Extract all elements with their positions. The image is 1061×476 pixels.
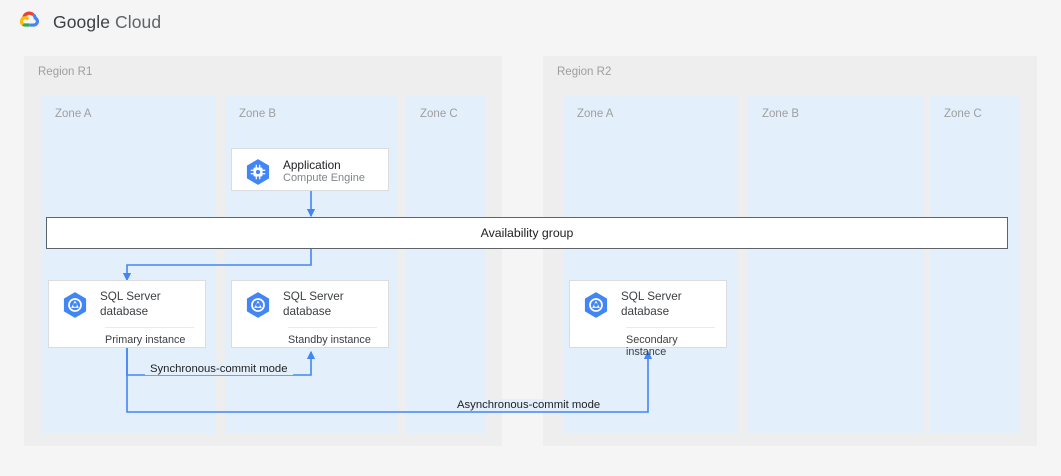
primary-database-titles: SQL Server database (100, 290, 161, 319)
primary-database-divider (105, 327, 194, 328)
availability-group-box[interactable]: Availability group (46, 217, 1008, 249)
secondary-database-divider (626, 327, 715, 328)
availability-group-label: Availability group (480, 226, 574, 240)
region-r1-zone-b-label: Zone B (239, 108, 277, 120)
secondary-database-titles: SQL Server database (621, 290, 682, 319)
brand-cloud-word: Cloud (115, 11, 162, 32)
region-r1-zone-b: Zone B (225, 96, 398, 433)
region-r2-zone-b-label: Zone B (762, 108, 800, 120)
secondary-database-card[interactable]: SQL Server database Secondary instance (569, 280, 727, 358)
sql-server-database-icon (246, 292, 270, 318)
standby-database-title-line2: database (283, 305, 332, 318)
google-cloud-logo-icon (19, 11, 39, 27)
brand-google-word: Google (53, 11, 111, 32)
region-r2-zone-c-label: Zone C (944, 108, 982, 120)
secondary-database-title-line2: database (621, 305, 670, 318)
region-r2-zone-a: Zone A (563, 96, 738, 433)
standby-database-footer: Standby instance (288, 334, 371, 346)
region-r2-zone-c: Zone C (930, 96, 1020, 433)
standby-database-card[interactable]: SQL Server database Standby instance (231, 280, 389, 348)
standby-database-card-row: SQL Server database (232, 281, 388, 320)
standby-database-divider (288, 327, 377, 328)
region-r1-label: Region R1 (38, 66, 93, 78)
standby-database-title-line1: SQL Server (283, 290, 344, 304)
application-card-titles: Application Compute Engine (283, 158, 365, 186)
primary-database-footer: Primary instance (105, 334, 186, 346)
synchronous-commit-label: Synchronous-commit mode (145, 363, 293, 375)
primary-database-card-row: SQL Server database (49, 281, 205, 320)
primary-database-card[interactable]: SQL Server database Primary instance (48, 280, 206, 348)
brand-text: Google Cloud (53, 12, 161, 33)
application-card-row: Application Compute Engine (232, 149, 388, 187)
primary-database-title-line1: SQL Server (100, 290, 161, 304)
sql-server-database-icon (63, 292, 87, 318)
region-r2-zone-b: Zone B (748, 96, 923, 433)
region-r1-zone-a-label: Zone A (55, 108, 92, 120)
sql-server-database-icon (584, 292, 608, 318)
region-r1-zone-c-label: Zone C (420, 108, 458, 120)
application-card[interactable]: Application Compute Engine (231, 148, 389, 191)
region-r1-zone-c: Zone C (406, 96, 486, 433)
secondary-database-title-line1: SQL Server (621, 290, 682, 304)
application-subtitle: Compute Engine (283, 172, 365, 185)
region-r1-zone-a: Zone A (41, 96, 215, 433)
region-r2-label: Region R2 (557, 66, 612, 78)
standby-database-titles: SQL Server database (283, 290, 344, 319)
secondary-database-card-row: SQL Server database (570, 281, 726, 320)
secondary-database-footer: Secondary instance (626, 334, 678, 358)
primary-database-title-line2: database (100, 305, 149, 318)
region-r2-zone-a-label: Zone A (577, 108, 614, 120)
asynchronous-commit-label: Asynchronous-commit mode (452, 399, 606, 411)
application-title: Application (283, 157, 341, 172)
compute-engine-icon (246, 159, 270, 185)
google-cloud-brand: Google Cloud (18, 9, 161, 35)
